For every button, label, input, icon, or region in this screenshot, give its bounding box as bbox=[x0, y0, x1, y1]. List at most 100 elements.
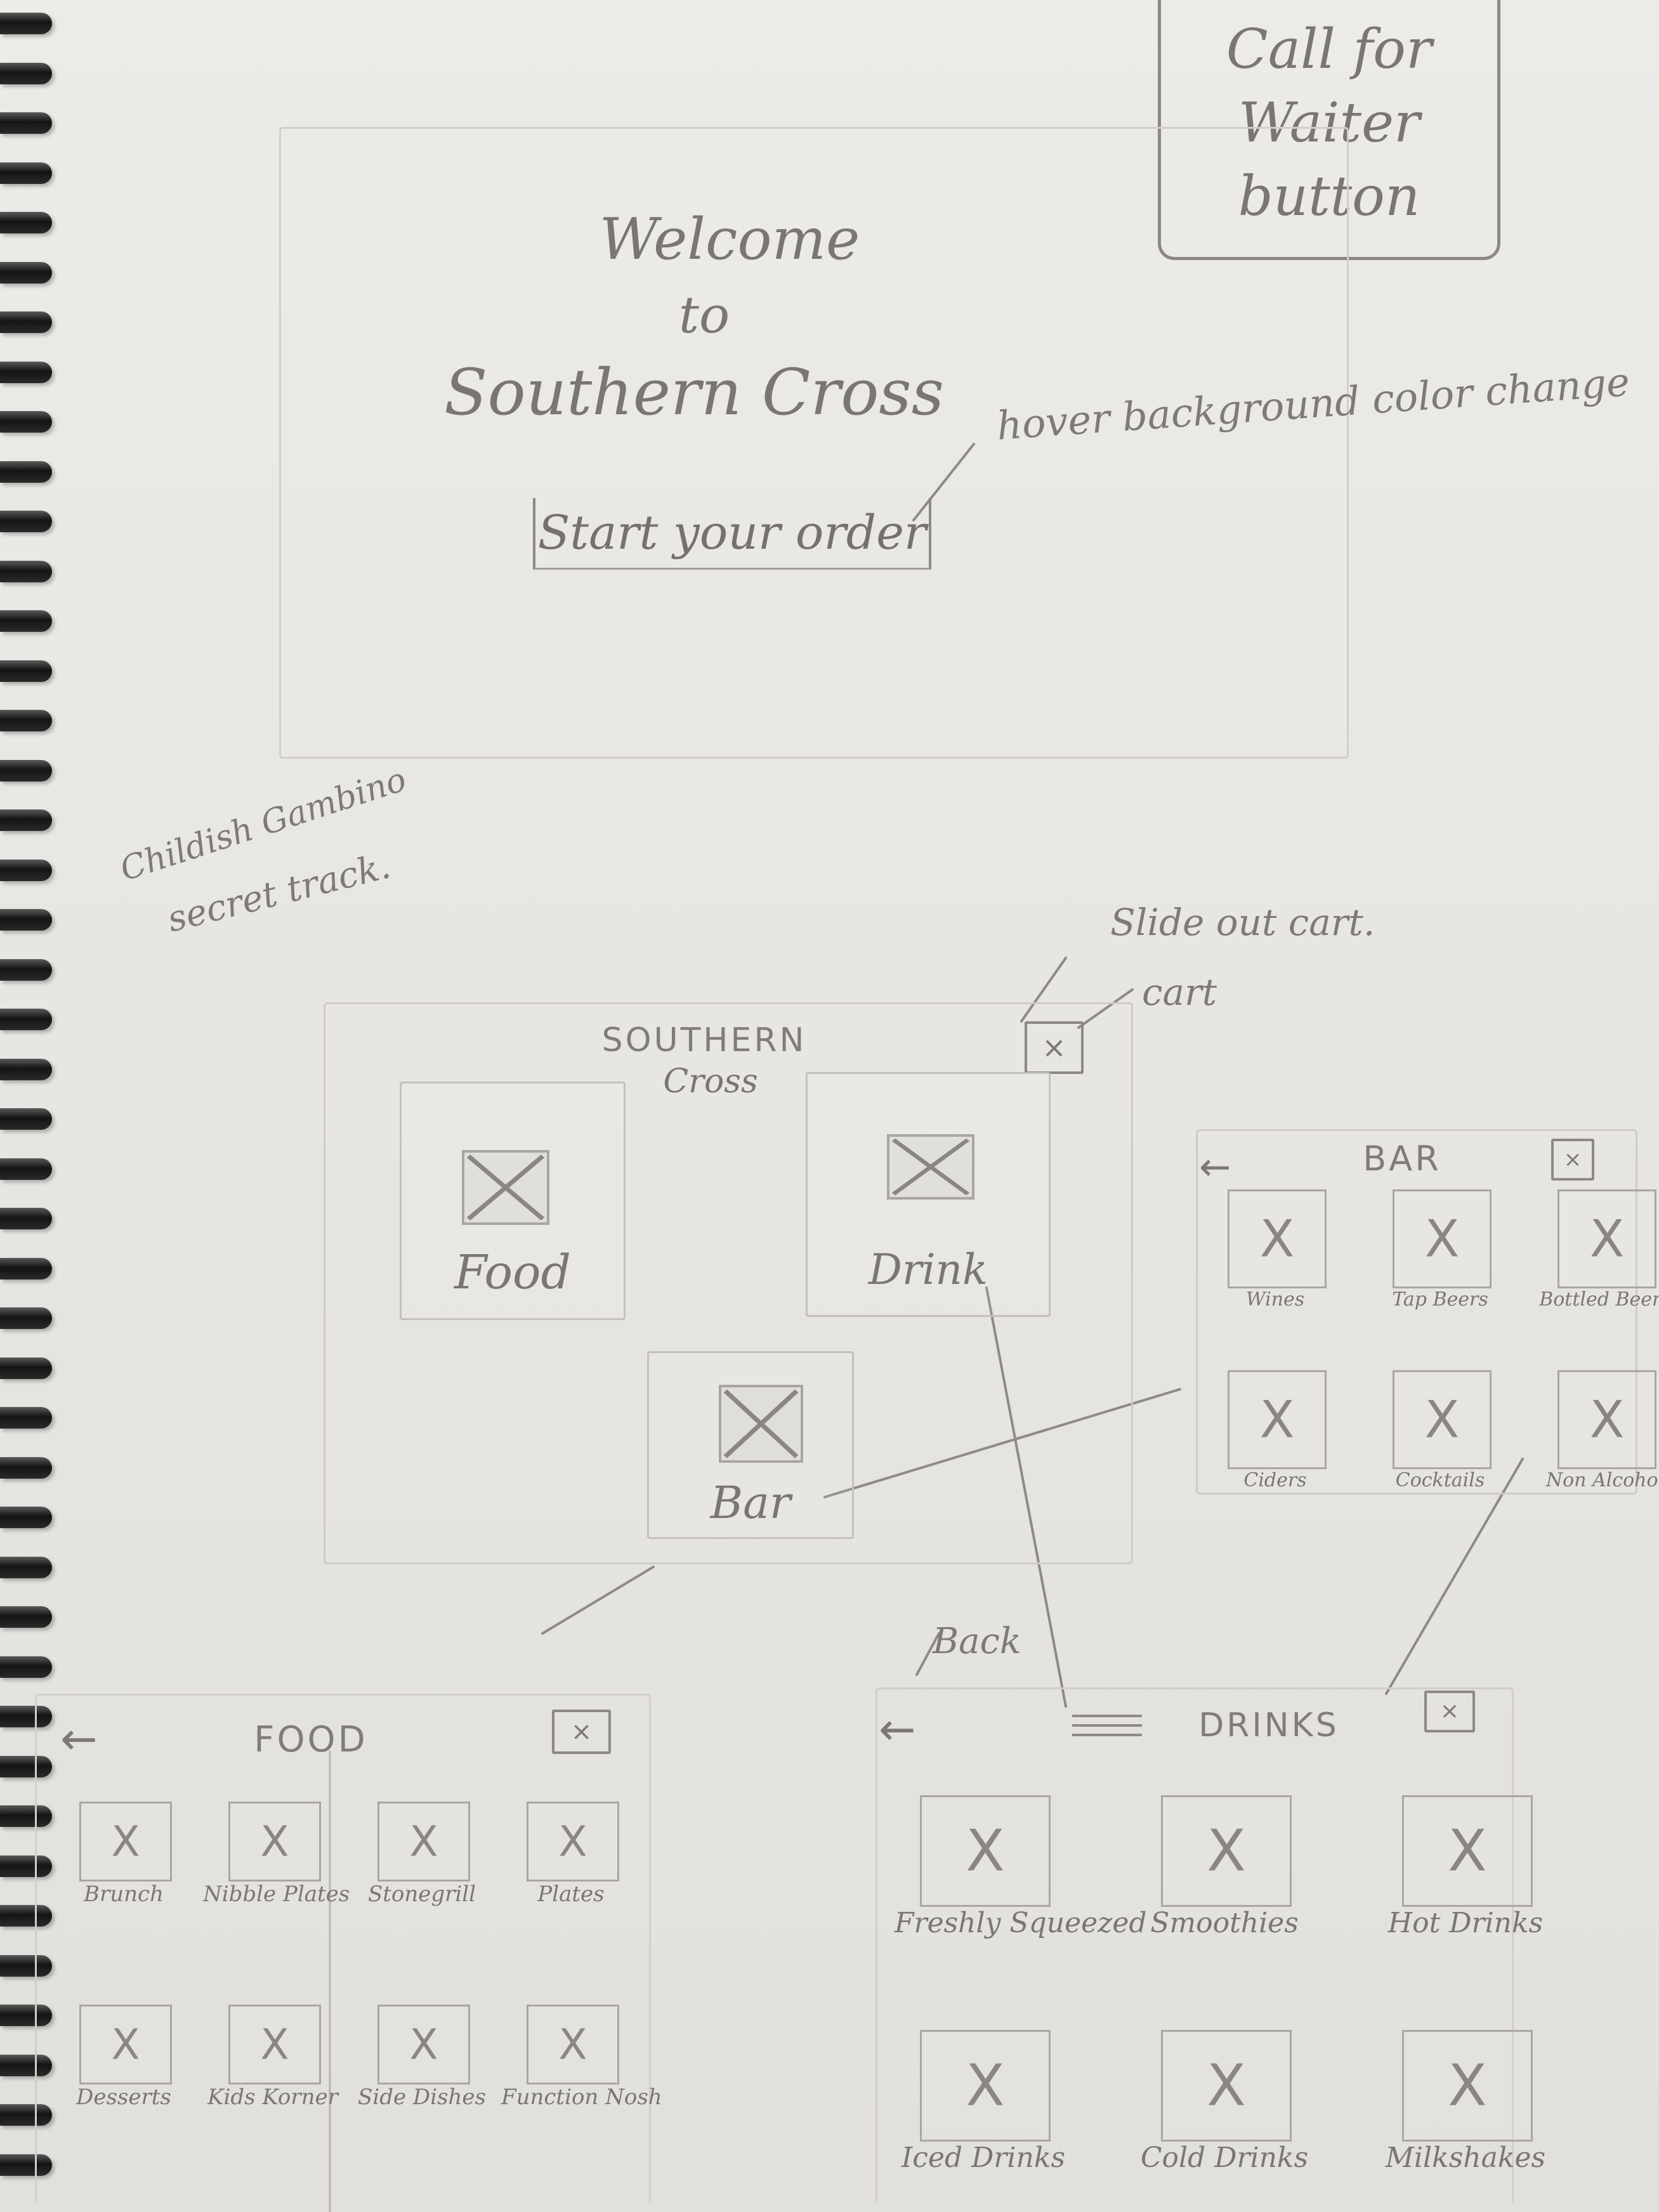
menu-item-tile[interactable]: X bbox=[1161, 2030, 1292, 2142]
menu-item-label: Function Nosh bbox=[501, 2084, 662, 2110]
binding-ring bbox=[0, 1606, 52, 1628]
back-arrow-icon[interactable]: ← bbox=[879, 1703, 916, 1755]
binding-ring bbox=[0, 2005, 52, 2026]
home-title-line2: Cross bbox=[663, 1063, 758, 1101]
cart-note: cart bbox=[1142, 971, 1217, 1014]
image-placeholder-icon: X bbox=[558, 2020, 587, 2069]
binding-ring bbox=[0, 1507, 52, 1528]
image-placeholder-icon bbox=[719, 1385, 803, 1463]
binding-ring bbox=[0, 1905, 52, 1927]
binding-ring bbox=[0, 1009, 52, 1030]
binding-ring bbox=[0, 2104, 52, 2126]
menu-item-tile[interactable]: X bbox=[920, 2030, 1051, 2142]
binding-ring bbox=[0, 1456, 52, 1479]
image-placeholder-icon: X bbox=[1259, 1390, 1295, 1450]
binding-ring bbox=[0, 809, 52, 831]
menu-item-label: Brunch bbox=[84, 1882, 164, 1907]
binding-ring bbox=[0, 1755, 52, 1777]
image-placeholder-icon: X bbox=[1589, 1209, 1625, 1269]
category-card-food[interactable]: Food bbox=[400, 1082, 626, 1320]
image-placeholder-icon: X bbox=[111, 1817, 140, 1866]
menu-item-label: Kids Korner bbox=[207, 2084, 338, 2110]
menu-item-tile[interactable]: X bbox=[228, 2005, 321, 2084]
menu-item-label: Plates bbox=[537, 1882, 605, 1907]
home-screen-frame bbox=[324, 1002, 1133, 1564]
cart-icon[interactable]: × bbox=[1025, 1021, 1084, 1074]
menu-item-tile[interactable]: X bbox=[1228, 1189, 1327, 1288]
category-card-bar[interactable]: Bar bbox=[647, 1351, 854, 1539]
binding-ring bbox=[0, 959, 52, 981]
menu-item-tile[interactable]: X bbox=[1557, 1370, 1656, 1469]
drinks-screen-frame bbox=[875, 1687, 1514, 2203]
binding-ring bbox=[0, 261, 52, 284]
menu-item-tile[interactable]: X bbox=[1228, 1370, 1327, 1469]
bar-screen-title: BAR bbox=[1363, 1139, 1441, 1179]
welcome-screen-frame bbox=[279, 127, 1349, 759]
back-note: Back bbox=[933, 1621, 1021, 1662]
binding-ring bbox=[0, 1307, 52, 1329]
menu-item-label: Non Alcohol bbox=[1545, 1469, 1659, 1491]
image-placeholder-icon: X bbox=[260, 2020, 289, 2069]
binding-ring bbox=[0, 62, 52, 84]
menu-item-tile[interactable]: X bbox=[377, 2005, 470, 2084]
menu-item-tile[interactable]: X bbox=[79, 2005, 172, 2084]
menu-item-label: Smoothies bbox=[1150, 1907, 1299, 1939]
binding-ring bbox=[0, 660, 52, 682]
back-arrow-icon[interactable]: ← bbox=[1199, 1145, 1231, 1189]
home-title-line1: SOUTHERN bbox=[601, 1021, 807, 1059]
menu-item-label: Milkshakes bbox=[1385, 2142, 1546, 2174]
menu-item-tile[interactable]: X bbox=[1402, 2030, 1533, 2142]
welcome-to-text: to bbox=[678, 285, 730, 344]
menu-item-tile[interactable]: X bbox=[920, 1795, 1051, 1907]
menu-item-label: Cocktails bbox=[1395, 1469, 1485, 1491]
bar-screen-frame bbox=[1196, 1129, 1637, 1495]
menu-item-tile[interactable]: X bbox=[79, 1802, 172, 1882]
image-placeholder-icon: X bbox=[260, 1817, 289, 1866]
food-screen-frame bbox=[35, 1694, 651, 2203]
menu-item-label: Tap Beers bbox=[1392, 1288, 1488, 1311]
image-placeholder-icon: X bbox=[558, 1817, 587, 1866]
image-placeholder-icon: X bbox=[111, 2020, 140, 2069]
binding-ring bbox=[0, 610, 52, 632]
restaurant-name: Southern Cross bbox=[444, 355, 945, 429]
binding-ring bbox=[0, 1208, 52, 1229]
menu-item-tile[interactable]: X bbox=[527, 1802, 619, 1882]
food-screen-title: FOOD bbox=[254, 1719, 368, 1760]
category-label: Food bbox=[454, 1245, 571, 1300]
slide-out-cart-note: Slide out cart. bbox=[1110, 901, 1375, 944]
binding-ring bbox=[0, 1357, 52, 1379]
menu-item-label: Side Dishes bbox=[358, 2084, 486, 2110]
cart-icon[interactable]: × bbox=[1551, 1139, 1594, 1181]
menu-item-tile[interactable]: X bbox=[1393, 1370, 1492, 1469]
cart-icon[interactable]: × bbox=[1424, 1691, 1475, 1732]
menu-item-label: Hot Drinks bbox=[1387, 1907, 1544, 1939]
cart-icon[interactable]: × bbox=[552, 1710, 611, 1754]
binding-ring bbox=[0, 162, 52, 184]
binding-ring bbox=[0, 1656, 52, 1678]
category-label: Drink bbox=[868, 1245, 988, 1294]
binding-ring bbox=[0, 13, 52, 34]
category-card-drink[interactable]: Drink bbox=[806, 1072, 1051, 1317]
binding-ring bbox=[0, 112, 52, 134]
menu-item-tile[interactable]: X bbox=[1557, 1189, 1656, 1288]
menu-item-tile[interactable]: X bbox=[527, 2005, 619, 2084]
binding-ring bbox=[0, 1954, 52, 1977]
menu-item-label: Cold Drinks bbox=[1140, 2142, 1309, 2174]
menu-item-tile[interactable]: X bbox=[228, 1802, 321, 1882]
binding-ring bbox=[0, 560, 52, 582]
binding-ring bbox=[0, 461, 52, 483]
menu-item-label: Wines bbox=[1245, 1288, 1305, 1311]
menu-item-tile[interactable]: X bbox=[1161, 1795, 1292, 1907]
image-placeholder-icon: X bbox=[409, 2020, 438, 2069]
binding-ring bbox=[0, 212, 52, 233]
start-order-button[interactable]: Start your order bbox=[533, 498, 931, 570]
back-arrow-icon[interactable]: ← bbox=[60, 1713, 98, 1765]
menu-item-label: Freshly Squeezed bbox=[895, 1907, 1147, 1939]
call-waiter-button[interactable]: Call for Waiter button bbox=[1158, 0, 1500, 260]
menu-item-tile[interactable]: X bbox=[1402, 1795, 1533, 1907]
binding-ring bbox=[0, 1556, 52, 1578]
binding-ring bbox=[0, 909, 52, 931]
menu-item-tile[interactable]: X bbox=[1393, 1189, 1492, 1288]
menu-item-tile[interactable]: X bbox=[377, 1802, 470, 1882]
